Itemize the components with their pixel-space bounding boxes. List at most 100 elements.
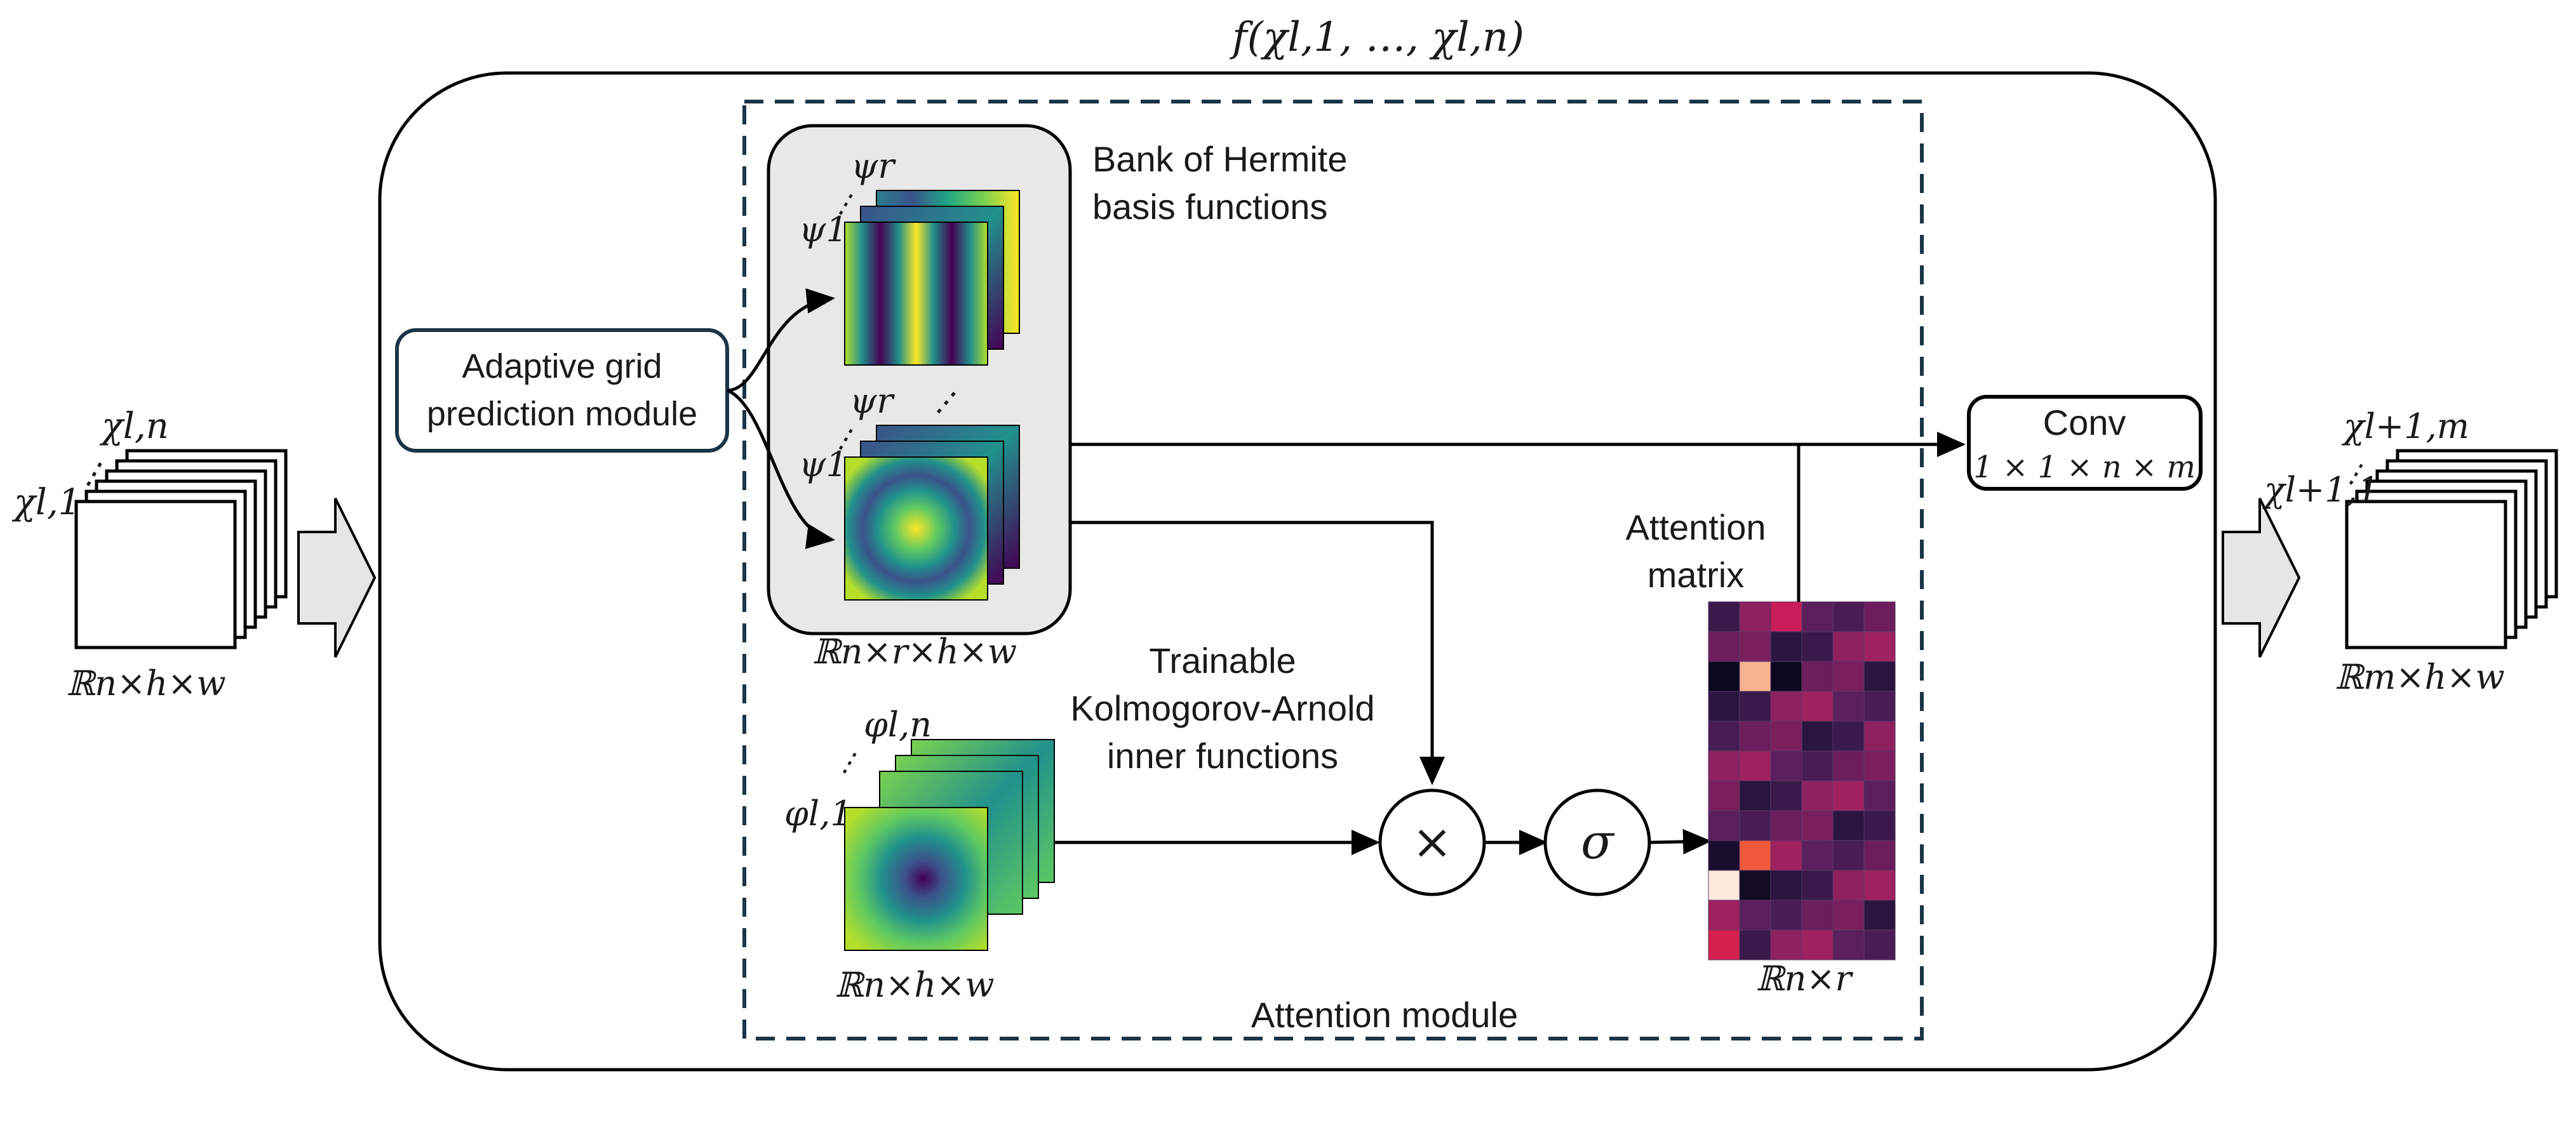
attention-matrix-cell <box>1739 691 1771 722</box>
attention-matrix-cell <box>1770 870 1802 901</box>
attention-matrix-cell <box>1739 631 1771 662</box>
attention-matrix-cell <box>1708 750 1740 781</box>
adaptive-grid-line2: prediction module <box>427 395 697 433</box>
attention-matrix-cell <box>1863 780 1896 811</box>
attention-matrix-cell <box>1801 929 1834 960</box>
attention-matrix-cell <box>1832 721 1865 752</box>
attention-matrix-cell <box>1739 810 1771 841</box>
input-stack <box>74 449 288 649</box>
output-dim: ℝm×h×w <box>2335 657 2505 697</box>
attention-matrix-cell <box>1770 721 1802 752</box>
attention-matrix-cell <box>1708 810 1740 841</box>
attention-matrix-cell <box>1801 840 1834 871</box>
sigma-symbol: σ <box>1581 813 1615 870</box>
attention-matrix-cell <box>1770 840 1802 871</box>
attention-matrix-cell <box>1863 840 1896 871</box>
attention-matrix-cell <box>1708 870 1740 901</box>
output-stack <box>2345 449 2558 649</box>
attention-matrix-cell <box>1863 631 1896 662</box>
attention-matrix-cell <box>1832 870 1865 901</box>
arrow-hermite-to-multiply <box>1070 521 1445 785</box>
conv-dims: 1 × 1 × n × m <box>1973 449 2196 485</box>
hermite-psi-r-bottom: ψr <box>850 381 895 421</box>
attention-matrix-cell <box>1739 721 1771 752</box>
attention-matrix-cell <box>1801 721 1834 752</box>
attention-matrix-cell <box>1739 840 1771 871</box>
attention-matrix-cell <box>1708 721 1740 752</box>
kolmogorov-phi-top: φl,n <box>864 705 932 745</box>
attention-matrix-cell <box>1832 840 1865 871</box>
hermite-title-line2: basis functions <box>1092 187 1327 227</box>
attention-matrix-cell <box>1770 601 1802 632</box>
attention-matrix-cell <box>1770 750 1802 781</box>
arrow-grid-to-hermite-bottom <box>727 389 835 549</box>
attention-matrix-cell <box>1708 900 1740 931</box>
attention-matrix-cell <box>1739 929 1771 960</box>
outer-module-frame <box>378 71 2217 1072</box>
attention-matrix-cell <box>1801 870 1834 901</box>
attention-matrix-cell <box>1863 661 1896 692</box>
attention-matrix-cell <box>1801 601 1834 632</box>
attention-matrix-cell <box>1770 810 1802 841</box>
attention-matrix-dim: ℝn×r <box>1756 959 1854 999</box>
kolmogorov-line2: Kolmogorov-Arnold <box>1070 688 1374 728</box>
attention-matrix-cell <box>1770 900 1802 931</box>
attention-matrix-cell <box>1832 631 1865 662</box>
attention-matrix-cell <box>1770 929 1802 960</box>
attention-matrix-cell <box>1708 691 1740 722</box>
attention-module-label: Attention module <box>1251 995 1518 1035</box>
attention-matrix-line2: matrix <box>1647 555 1744 595</box>
attention-matrix-cell <box>1832 601 1865 632</box>
attention-matrix-cell <box>1708 929 1740 960</box>
conv-module <box>1967 395 2203 491</box>
multiply-symbol: × <box>1412 813 1452 870</box>
attention-matrix-cell <box>1739 870 1771 901</box>
attention-matrix-cell <box>1770 631 1802 662</box>
arrow-sigma-to-matrix <box>1649 828 1712 854</box>
attention-matrix-cell <box>1739 661 1771 692</box>
attention-matrix-line1: Attention <box>1625 507 1766 547</box>
attention-matrix-cell <box>1863 691 1896 722</box>
attention-matrix-cell <box>1708 661 1740 692</box>
hermite-stack-bottom <box>844 425 1020 601</box>
hermite-psi-1-top: ψ1 <box>799 209 848 249</box>
kolmogorov-stack <box>844 739 1055 951</box>
attention-matrix-cell <box>1832 780 1865 811</box>
hermite-stack-top <box>844 190 1020 366</box>
attention-matrix-cell <box>1708 780 1740 811</box>
attention-matrix-cell <box>1863 929 1896 960</box>
output-flow-arrow <box>2222 498 2301 658</box>
arrow-grid-to-hermite-top <box>727 288 835 392</box>
input-flow-arrow <box>297 498 377 658</box>
outer-function-label: f(χl,1, …, χl,n) <box>1230 14 1524 61</box>
hermite-psi-1-bottom: ψ1 <box>799 444 848 484</box>
hermite-psi-r-top: ψr <box>851 146 896 186</box>
attention-matrix-cell <box>1708 601 1740 632</box>
adaptive-grid-line1: Adaptive grid <box>462 347 662 385</box>
kolmogorov-line1: Trainable <box>1149 641 1296 681</box>
attention-matrix-cell <box>1801 750 1834 781</box>
attention-matrix <box>1708 601 1896 960</box>
attention-matrix-cell <box>1832 900 1865 931</box>
output-label-top: χl+1,m <box>2341 406 2469 446</box>
attention-matrix-cell <box>1739 780 1771 811</box>
attention-matrix-cell <box>1832 661 1865 692</box>
hermite-dim: ℝn×r×h×w <box>812 632 1017 672</box>
attention-matrix-cell <box>1863 810 1896 841</box>
attention-matrix-cell <box>1863 601 1896 632</box>
attention-matrix-cell <box>1832 929 1865 960</box>
kolmogorov-line3: inner functions <box>1107 736 1338 776</box>
attention-matrix-cell <box>1863 721 1896 752</box>
attention-matrix-cell <box>1801 810 1834 841</box>
attention-matrix-cell <box>1801 780 1834 811</box>
input-dim: ℝn×h×w <box>66 663 225 703</box>
attention-matrix-cell <box>1801 900 1834 931</box>
attention-matrix-cell <box>1770 780 1802 811</box>
attention-matrix-cell <box>1863 870 1896 901</box>
attention-matrix-cell <box>1832 810 1865 841</box>
attention-matrix-cell <box>1832 750 1865 781</box>
attention-matrix-cell <box>1801 691 1834 722</box>
conv-label: Conv <box>2043 402 2126 442</box>
hermite-title-line1: Bank of Hermite <box>1092 139 1348 179</box>
